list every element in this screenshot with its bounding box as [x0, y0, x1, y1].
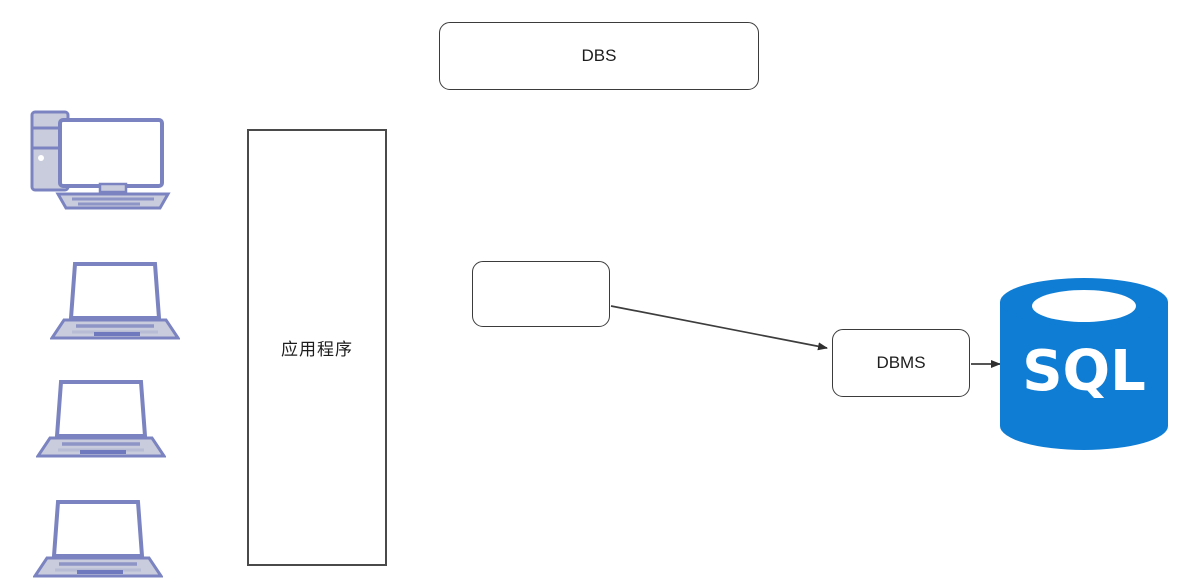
- desktop-computer-icon: [30, 110, 171, 210]
- application-program-label: 应用程序: [281, 340, 353, 359]
- dbms-label: DBMS: [876, 353, 926, 372]
- sql-database-cylinder[interactable]: SQL: [992, 278, 1176, 450]
- application-program-box[interactable]: 应用程序: [247, 129, 387, 566]
- dbms-box[interactable]: DBMS: [832, 329, 970, 397]
- laptop-icon: [50, 262, 180, 340]
- dbs-label: DBS: [581, 46, 617, 65]
- laptop-icon: [33, 500, 163, 578]
- laptop-icon: [36, 380, 166, 458]
- sql-label: SQL: [1022, 339, 1146, 404]
- connector-blank-to-dbms: [610, 305, 828, 351]
- dbs-box[interactable]: DBS: [439, 22, 759, 90]
- blank-box[interactable]: [472, 261, 610, 327]
